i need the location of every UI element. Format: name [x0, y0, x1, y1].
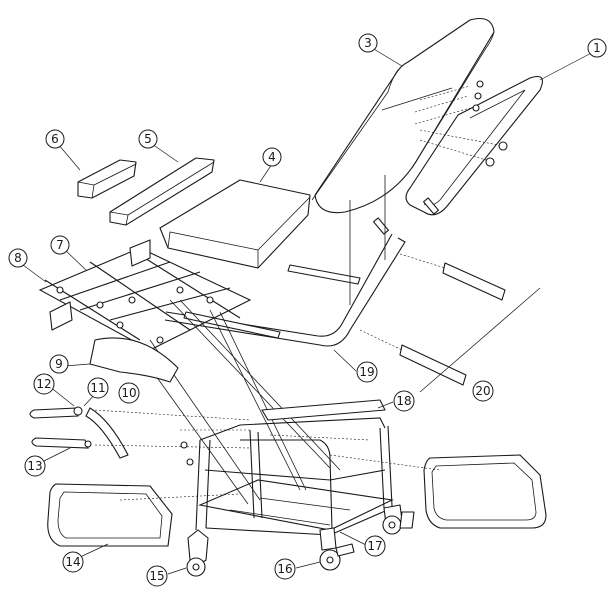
callout-15: 15 — [146, 565, 168, 587]
part-seat-cushion — [159, 179, 311, 269]
part-leg-pad-6 — [77, 159, 137, 199]
callout-6: 6 — [45, 129, 65, 149]
callout-9-label: 9 — [55, 357, 63, 371]
callout-5: 5 — [138, 129, 158, 149]
base-fasteners — [180, 429, 371, 466]
backrest-screws — [414, 80, 508, 167]
callout-18-label: 18 — [396, 394, 411, 408]
part-handle-bars — [29, 406, 251, 459]
callout-10-label: 10 — [121, 386, 136, 400]
part-armrest-pad-5 — [109, 157, 215, 226]
callout-19: 19 — [356, 361, 378, 383]
part-backrest-frame — [373, 75, 543, 235]
casters — [186, 504, 415, 577]
callout-8-label: 8 — [14, 251, 22, 265]
callout-13-label: 13 — [27, 459, 42, 473]
part-bracket-20 — [359, 253, 541, 393]
part-backrest-cushion — [311, 17, 495, 214]
callout-14: 14 — [62, 551, 84, 573]
callout-4: 4 — [262, 147, 282, 167]
callout-1-label: 1 — [593, 41, 601, 55]
part-side-frame-19 — [164, 233, 406, 347]
callout-1: 1 — [587, 38, 607, 58]
callout-12: 12 — [33, 373, 55, 395]
part-side-panel-right — [329, 454, 547, 529]
callout-14-label: 14 — [65, 555, 80, 569]
callout-16-label: 16 — [277, 562, 292, 576]
part-side-panel-14 — [47, 483, 241, 547]
callout-3: 3 — [358, 33, 378, 53]
callout-3-label: 3 — [364, 36, 372, 50]
callout-9: 9 — [49, 354, 69, 374]
callout-11-label: 11 — [90, 381, 105, 395]
callout-5-label: 5 — [144, 132, 152, 146]
callout-12-label: 12 — [36, 377, 51, 391]
callout-7: 7 — [50, 235, 70, 255]
callout-8: 8 — [8, 248, 28, 268]
callout-13: 13 — [24, 455, 46, 477]
callout-16: 16 — [274, 558, 296, 580]
callout-17-label: 17 — [367, 539, 382, 553]
part-footrest-9 — [89, 337, 179, 383]
callout-20-label: 20 — [475, 384, 490, 398]
callout-20: 20 — [472, 380, 494, 402]
callout-17: 17 — [364, 535, 386, 557]
callout-4-label: 4 — [268, 150, 276, 164]
part-base-frame-17 — [195, 425, 394, 536]
callout-18: 18 — [393, 390, 415, 412]
callout-labels: 1 3 4 5 6 7 8 9 10 11 12 13 14 15 16 17 … — [8, 33, 607, 587]
part-seat-support-18 — [199, 399, 386, 441]
callout-19-label: 19 — [359, 365, 374, 379]
scissor-linkage — [38, 239, 252, 351]
callout-6-label: 6 — [51, 132, 59, 146]
callout-11: 11 — [87, 377, 109, 399]
callout-15-label: 15 — [149, 569, 164, 583]
callout-7-label: 7 — [56, 238, 64, 252]
callout-10: 10 — [118, 382, 140, 404]
